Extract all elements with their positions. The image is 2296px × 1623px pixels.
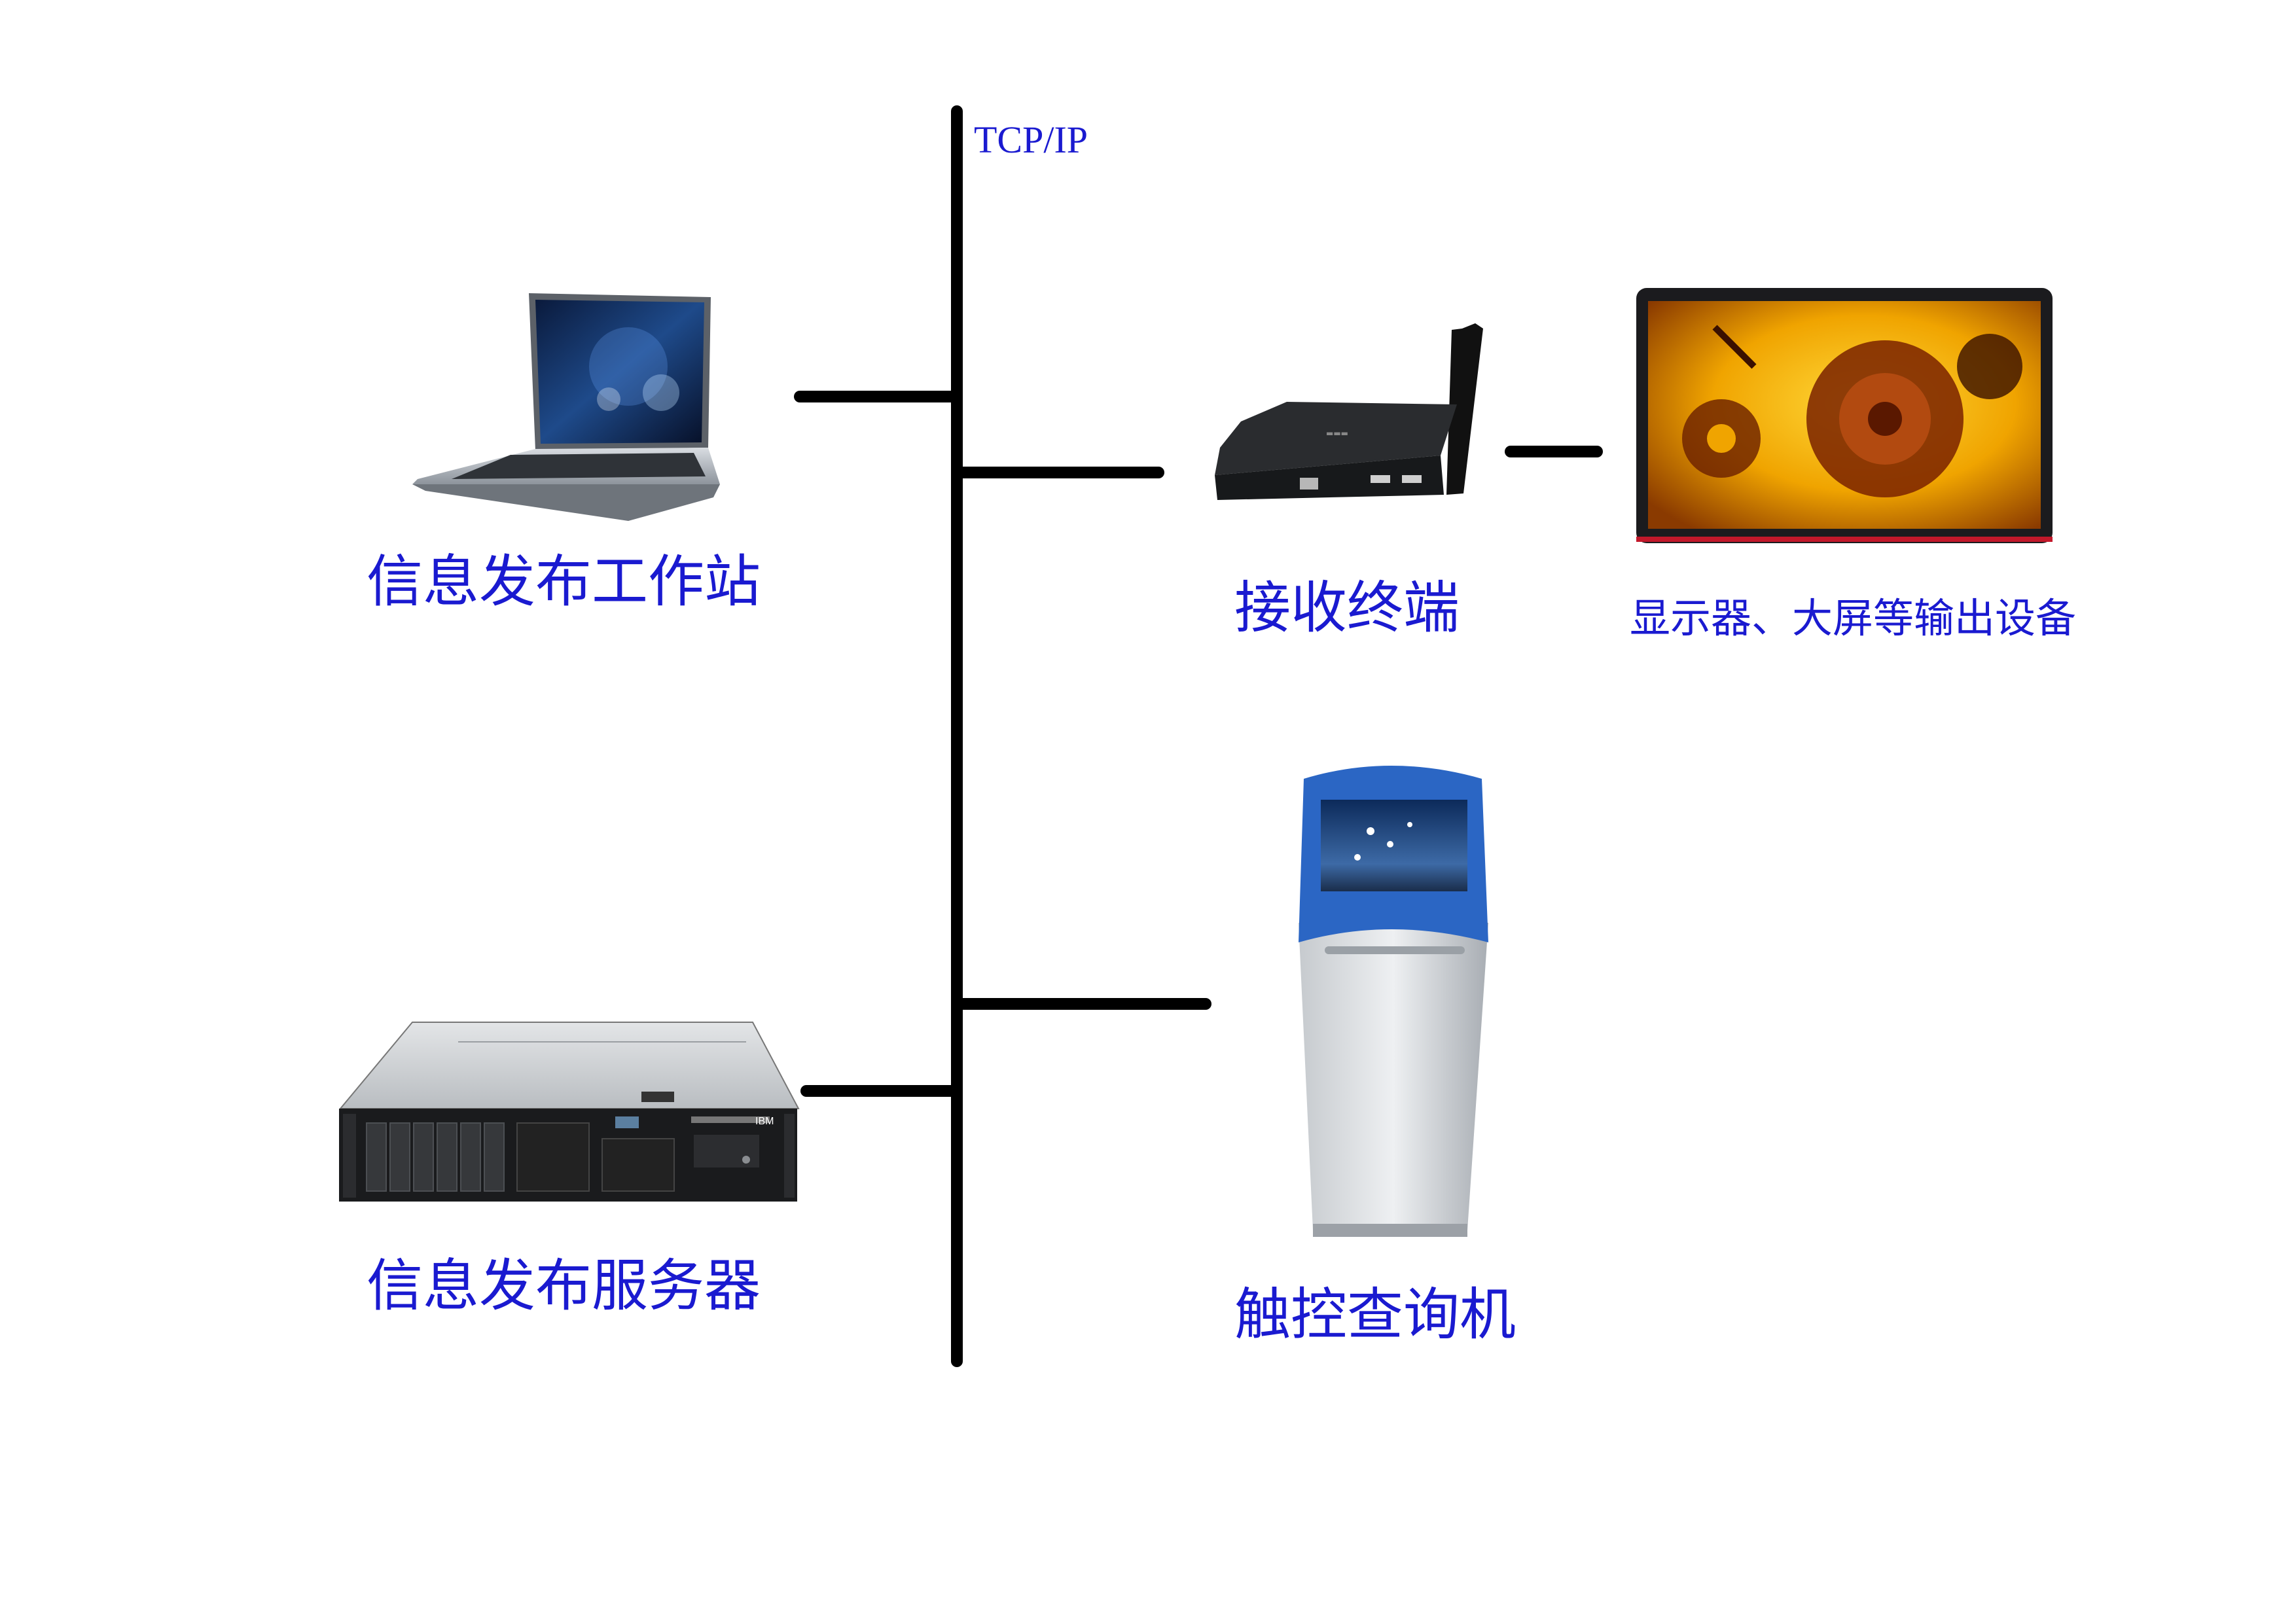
laptop-icon <box>412 293 720 521</box>
receiver-label: 接收终端 <box>1234 575 1460 641</box>
kiosk-label: 触控查询机 <box>1234 1282 1516 1347</box>
server-brand: IBM <box>755 1116 774 1127</box>
tcp-ip-label: TCP/IP <box>974 118 1088 161</box>
display-label: 显示器、大屏等输出设备 <box>1630 594 2077 642</box>
touch-kiosk-icon <box>1299 766 1488 1237</box>
display-screen-icon <box>1636 288 2053 543</box>
svg-text:▬▬▬: ▬▬▬ <box>1326 429 1348 438</box>
media-player-box-icon: ▬▬▬ <box>1215 323 1483 500</box>
workstation-label: 信息发布工作站 <box>367 549 761 615</box>
server-label: 信息发布服务器 <box>367 1253 761 1319</box>
rack-server-icon: IBM <box>338 1022 800 1202</box>
